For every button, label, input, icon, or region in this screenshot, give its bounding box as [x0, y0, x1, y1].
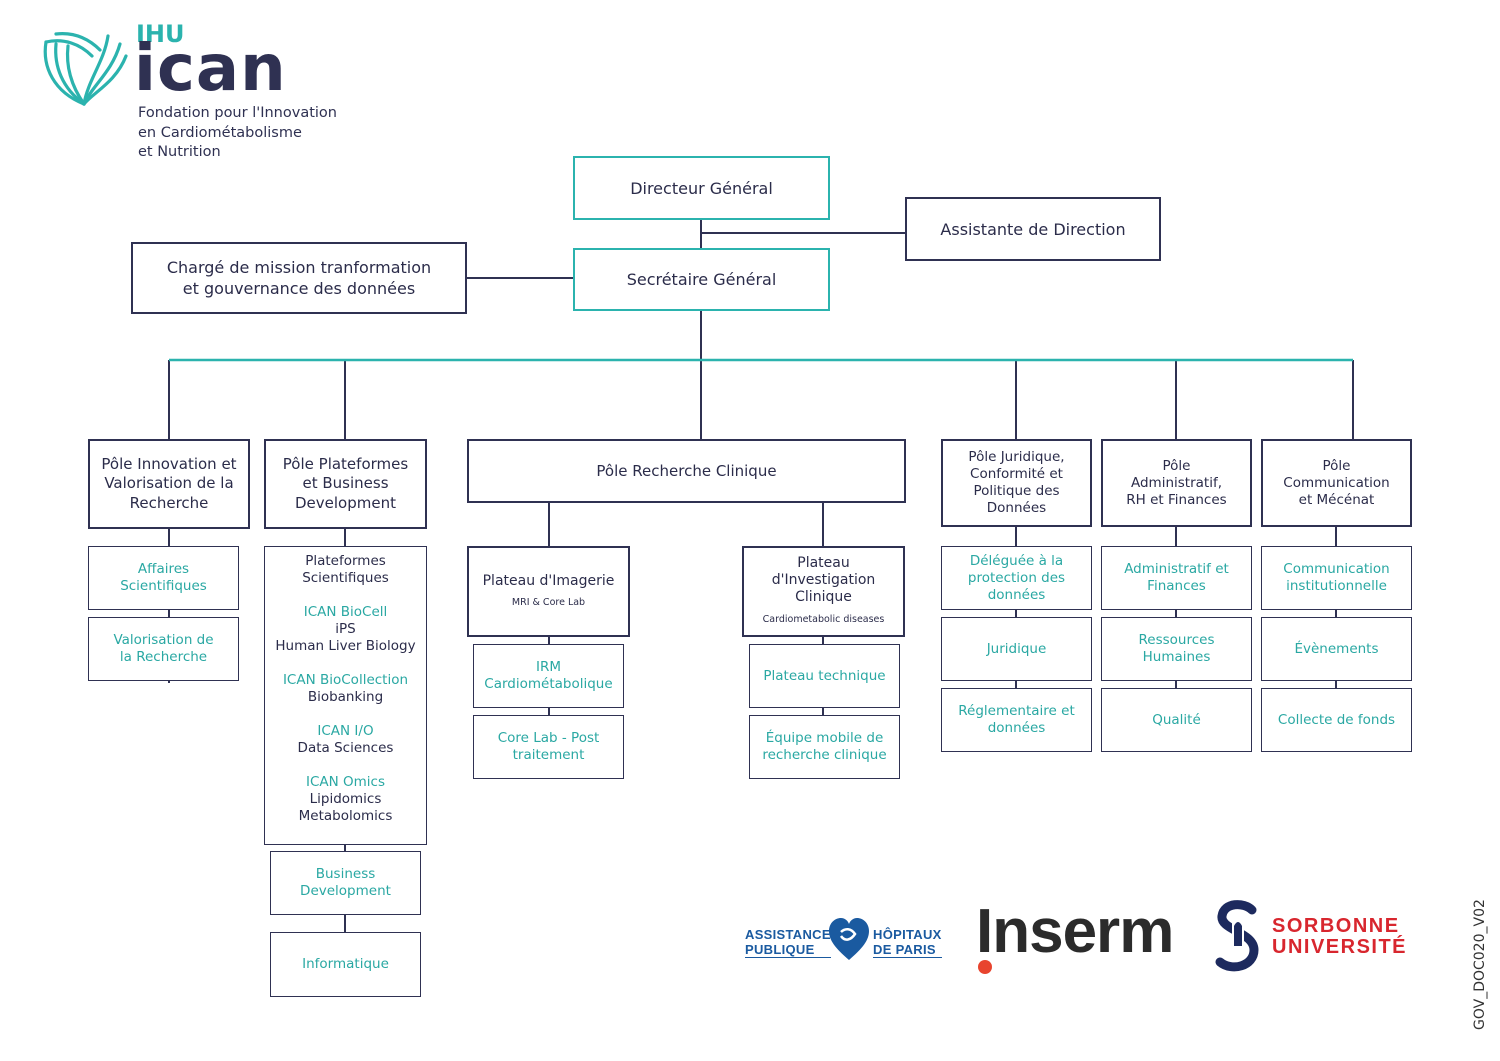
- administratif-finances-box: Administratif et Finances: [1101, 546, 1252, 610]
- ican-io-label: ICAN I/O: [317, 723, 374, 739]
- assistante-direction-box: Assistante de Direction: [905, 197, 1161, 261]
- business-development-box: Business Development: [270, 851, 421, 915]
- ican-biocollection-label: ICAN BioCollection: [282, 672, 409, 688]
- irm-cardiometabolique-box: IRM Cardiométabolique: [473, 644, 624, 708]
- inserm-red-dot: [978, 960, 992, 974]
- plateformes-scientifiques-box: Plateformes Scientifiques ICAN BioCell i…: [264, 546, 427, 845]
- directeur-general-box: Directeur Général: [573, 156, 830, 220]
- inserm-logo: Inserm: [976, 896, 1191, 981]
- pole-plateformes-box: Pôle Plateformes et Business Development: [264, 439, 427, 529]
- sorbonne-s-icon: [1215, 900, 1259, 972]
- reglementaire-box: Réglementaire et données: [941, 688, 1092, 752]
- informatique-box: Informatique: [270, 932, 421, 997]
- ressources-humaines-box: Ressources Humaines: [1101, 617, 1252, 681]
- plateau-imagerie-box: Plateau d'Imagerie MRI & Core Lab: [467, 546, 630, 637]
- valorisation-recherche-box: Valorisation de la Recherche: [88, 617, 239, 681]
- plateau-technique-box: Plateau technique: [749, 644, 900, 708]
- document-reference: GOV_DOC020_V02: [1472, 899, 1488, 1030]
- ican-wordmark: ican: [134, 32, 287, 106]
- collecte-fonds-box: Collecte de fonds: [1261, 688, 1412, 752]
- affaires-scientifiques-box: Affaires Scientifiques: [88, 546, 239, 610]
- foundation-name: Fondation pour l'Innovation en Cardiomét…: [138, 105, 337, 160]
- charge-mission-box: Chargé de mission tranformation et gouve…: [131, 242, 467, 314]
- juridique-box: Juridique: [941, 617, 1092, 681]
- sorbonne-logo: SORBONNE UNIVERSITÉ: [1214, 896, 1414, 976]
- plateau-investigation-box: Plateau d'Investigation Clinique Cardiom…: [742, 546, 905, 637]
- pole-communication-box: Pôle Communication et Mécénat: [1261, 439, 1412, 527]
- aphp-heart-icon: [829, 918, 869, 960]
- ican-biocell-label: ICAN BioCell: [303, 604, 388, 620]
- pole-administratif-box: Pôle Administratif, RH et Finances: [1101, 439, 1252, 527]
- core-lab-box: Core Lab - Post traitement: [473, 715, 624, 779]
- ican-logo: IHU ican Fondation pour l'Innovation en …: [30, 18, 360, 168]
- deleguee-protection-box: Déléguée à la protection des données: [941, 546, 1092, 610]
- equipe-mobile-box: Équipe mobile de recherche clinique: [749, 715, 900, 779]
- ican-logo-icon: [43, 32, 128, 106]
- pole-juridique-box: Pôle Juridique, Conformité et Politique …: [941, 439, 1092, 527]
- pole-recherche-clinique-box: Pôle Recherche Clinique: [467, 439, 906, 503]
- ihu-text: IHU: [136, 20, 185, 48]
- evenements-box: Évènements: [1261, 617, 1412, 681]
- secretaire-general-box: Secrétaire Général: [573, 248, 830, 311]
- pole-innovation-box: Pôle Innovation et Valorisation de la Re…: [88, 439, 250, 529]
- aphp-logo: ASSISTANCE PUBLIQUE HÔPITAUX DE PARIS: [745, 918, 955, 964]
- communication-institutionnelle-box: Communication institutionnelle: [1261, 546, 1412, 610]
- qualite-box: Qualité: [1101, 688, 1252, 752]
- ican-omics-label: ICAN Omics: [305, 774, 386, 790]
